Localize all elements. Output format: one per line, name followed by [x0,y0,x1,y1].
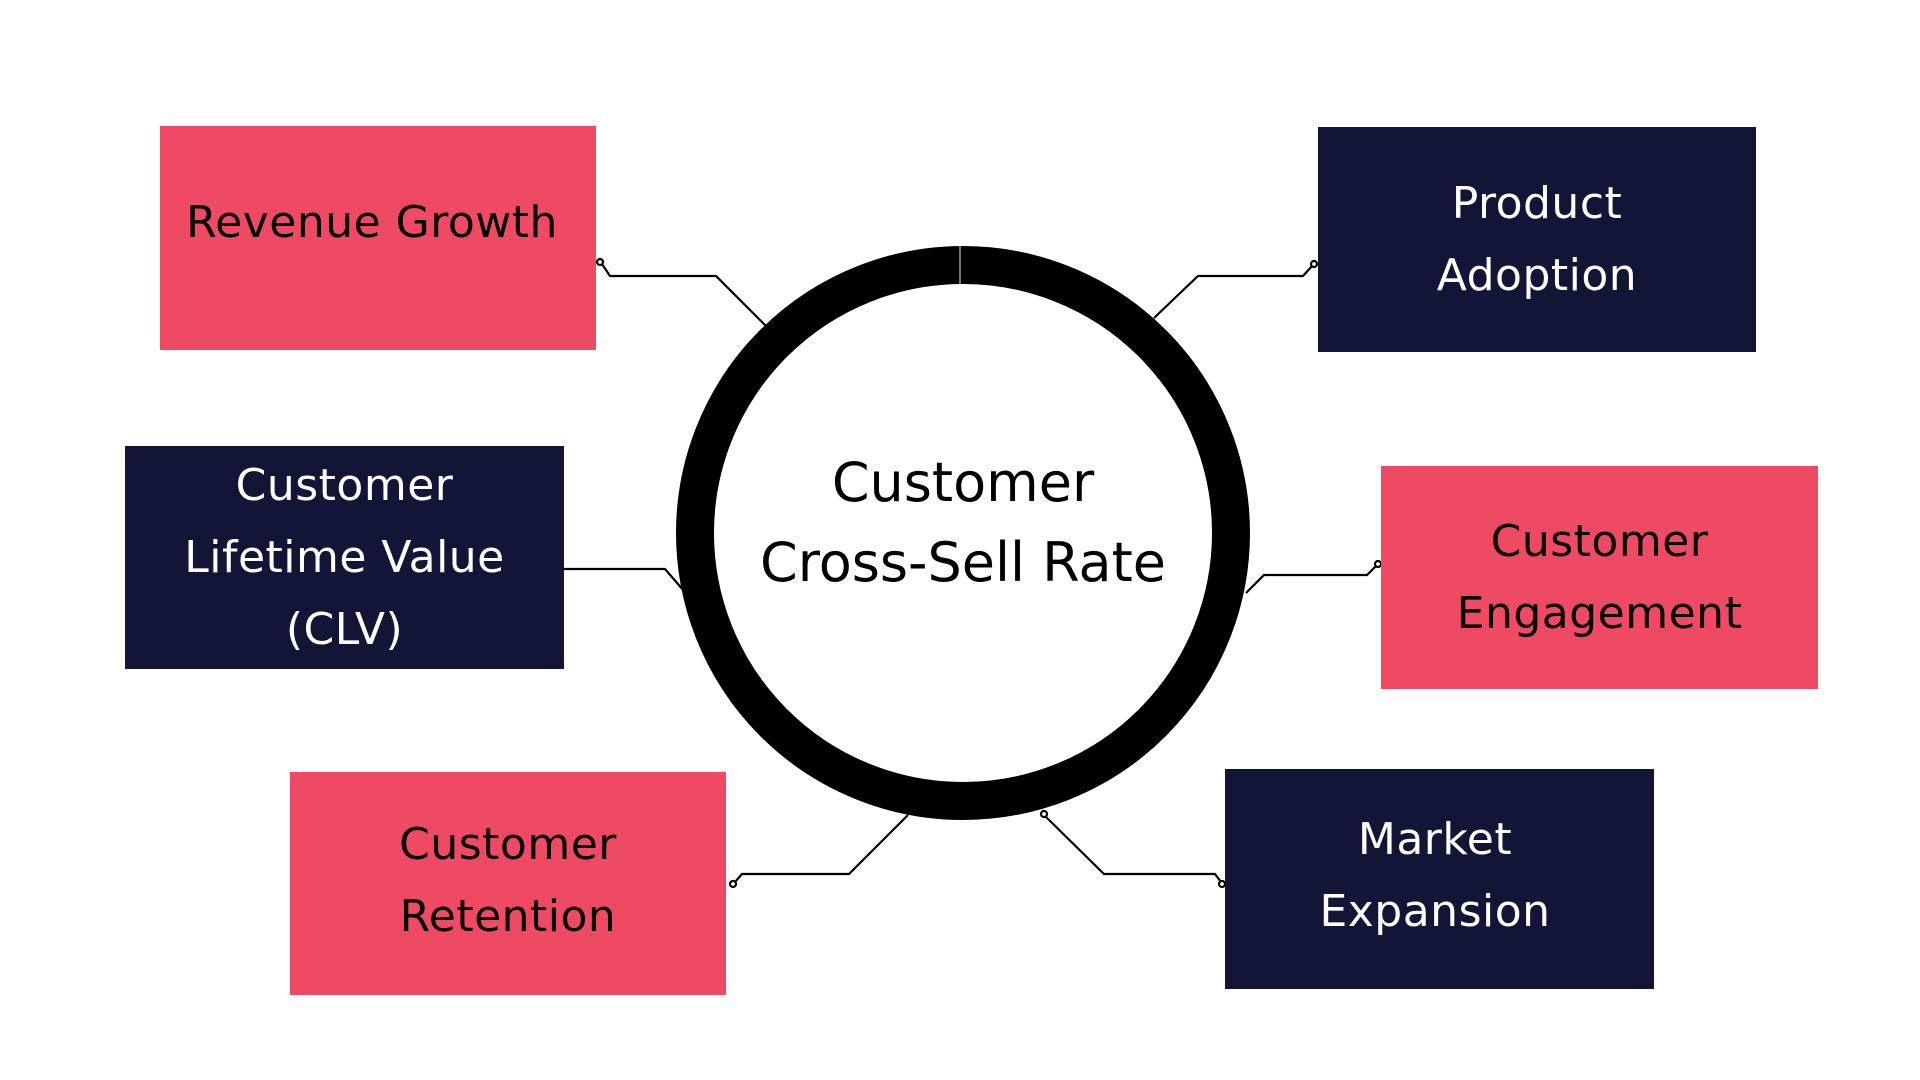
center-ring-circle [676,246,1250,820]
node-label: Revenue Growth [186,187,558,259]
node-market-expansion: Market Expansion [1225,769,1654,989]
node-label-line: Product [1451,177,1623,229]
node-label-line: Lifetime Value [184,531,505,583]
center-ring [676,246,1250,820]
center-topic-line: Customer [831,451,1095,514]
node-customer-retention: Customer Retention [290,772,726,995]
node-label-line: Customer [1490,515,1709,567]
center-topic-label: Customer Cross-Sell Rate [713,443,1213,603]
node-label-line: Adoption [1436,249,1638,301]
connector-dot-customer-retention [728,879,738,889]
node-label: Customer Retention [399,809,617,953]
node-label: Market Expansion [1319,804,1550,948]
connector-dot-revenue-growth [595,257,605,267]
node-customer-engagement: Customer Engagement [1381,466,1818,689]
node-customer-lifetime-value: Customer Lifetime Value (CLV) [125,446,564,669]
node-label-line: Engagement [1456,587,1743,639]
connector-dot-product-adoption [1309,259,1319,269]
node-label-line: Customer [399,818,617,870]
connector-clv [564,567,685,592]
connector-customer-engagement [1245,565,1377,594]
node-label-line: Customer [235,459,454,511]
node-product-adoption: Product Adoption [1318,127,1756,352]
connector-revenue-growth [601,263,767,327]
connector-product-adoption [1153,265,1313,319]
node-label: Customer Engagement [1457,506,1743,650]
center-topic-line: Cross-Sell Rate [759,531,1166,594]
node-revenue-growth: Revenue Growth [160,126,596,350]
connector-dot-market-expansion-ring [1039,809,1049,819]
node-label-line: Market [1357,814,1513,865]
node-label-line: Revenue Growth [186,197,558,248]
node-label-line: Retention [399,890,617,942]
node-label-line: Expansion [1319,886,1551,937]
node-label: Product Adoption [1437,168,1637,312]
connector-market-expansion [1044,815,1222,883]
connectors [564,257,1383,889]
node-label: Customer Lifetime Value (CLV) [184,450,505,666]
node-label-line: (CLV) [285,603,404,655]
connector-customer-retention [734,814,909,883]
